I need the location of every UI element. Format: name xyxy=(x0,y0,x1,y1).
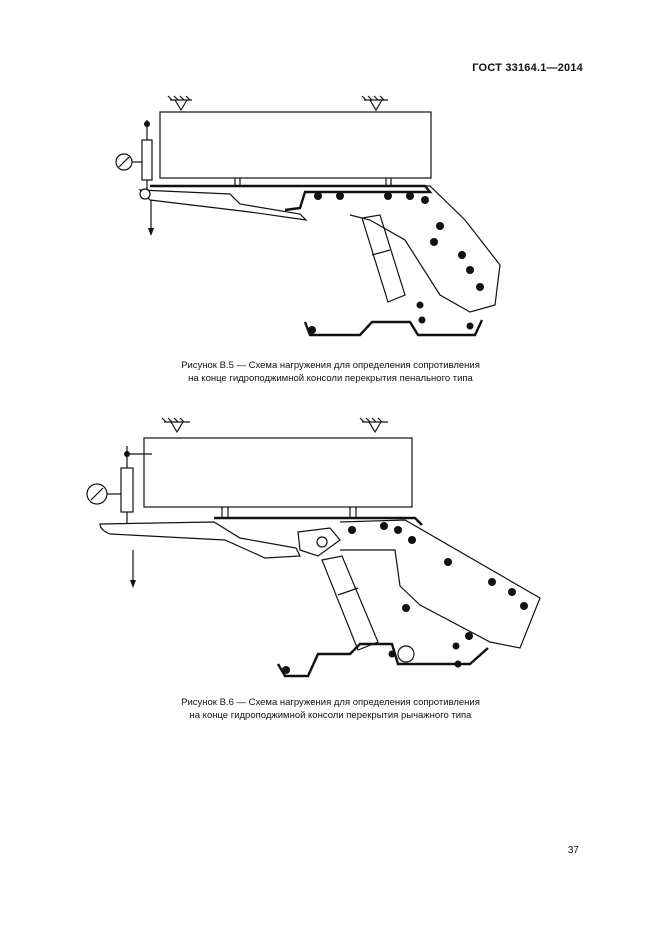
fixed-support-right xyxy=(359,417,388,434)
base xyxy=(276,642,489,678)
cantilever xyxy=(138,189,308,221)
figure-b6-caption-line2: на конце гидроподжимной консоли перекрыт… xyxy=(189,710,472,721)
figure-b5-caption-line1: Рисунок В.5 — Схема нагружения для опред… xyxy=(181,360,480,371)
hydraulic-jack xyxy=(120,467,134,513)
figure-b5-caption: Рисунок В.5 — Схема нагружения для опред… xyxy=(0,359,661,385)
canopy xyxy=(214,516,423,526)
figure-b6-caption: Рисунок В.6 — Схема нагружения для опред… xyxy=(0,696,661,722)
leg-cylinder xyxy=(361,214,406,303)
load-arrow xyxy=(130,550,136,588)
hydraulic-jack xyxy=(141,139,153,181)
page-number: 37 xyxy=(567,845,579,856)
fixed-support-right xyxy=(361,95,388,112)
cantilever xyxy=(99,521,301,559)
figure-b6-caption-line1: Рисунок В.6 — Схема нагружения для опред… xyxy=(181,697,480,708)
load-arrow xyxy=(148,200,154,236)
lever-linkage xyxy=(297,527,341,557)
leg-cylinder xyxy=(321,555,379,651)
load-beam xyxy=(143,437,413,508)
base xyxy=(303,319,484,337)
figure-b5-drawing xyxy=(115,95,501,337)
figure-b5-caption-line2: на конце гидроподжимной консоли перекрыт… xyxy=(188,373,473,384)
fixed-support-left xyxy=(167,95,192,112)
fixed-support-left xyxy=(161,417,190,434)
rear-link-body xyxy=(280,185,501,313)
rear-link-body xyxy=(339,519,541,649)
standard-designation: ГОСТ 33164.1—2014 xyxy=(472,62,583,74)
figure-b6-drawing xyxy=(86,417,541,678)
load-beam xyxy=(159,111,432,179)
